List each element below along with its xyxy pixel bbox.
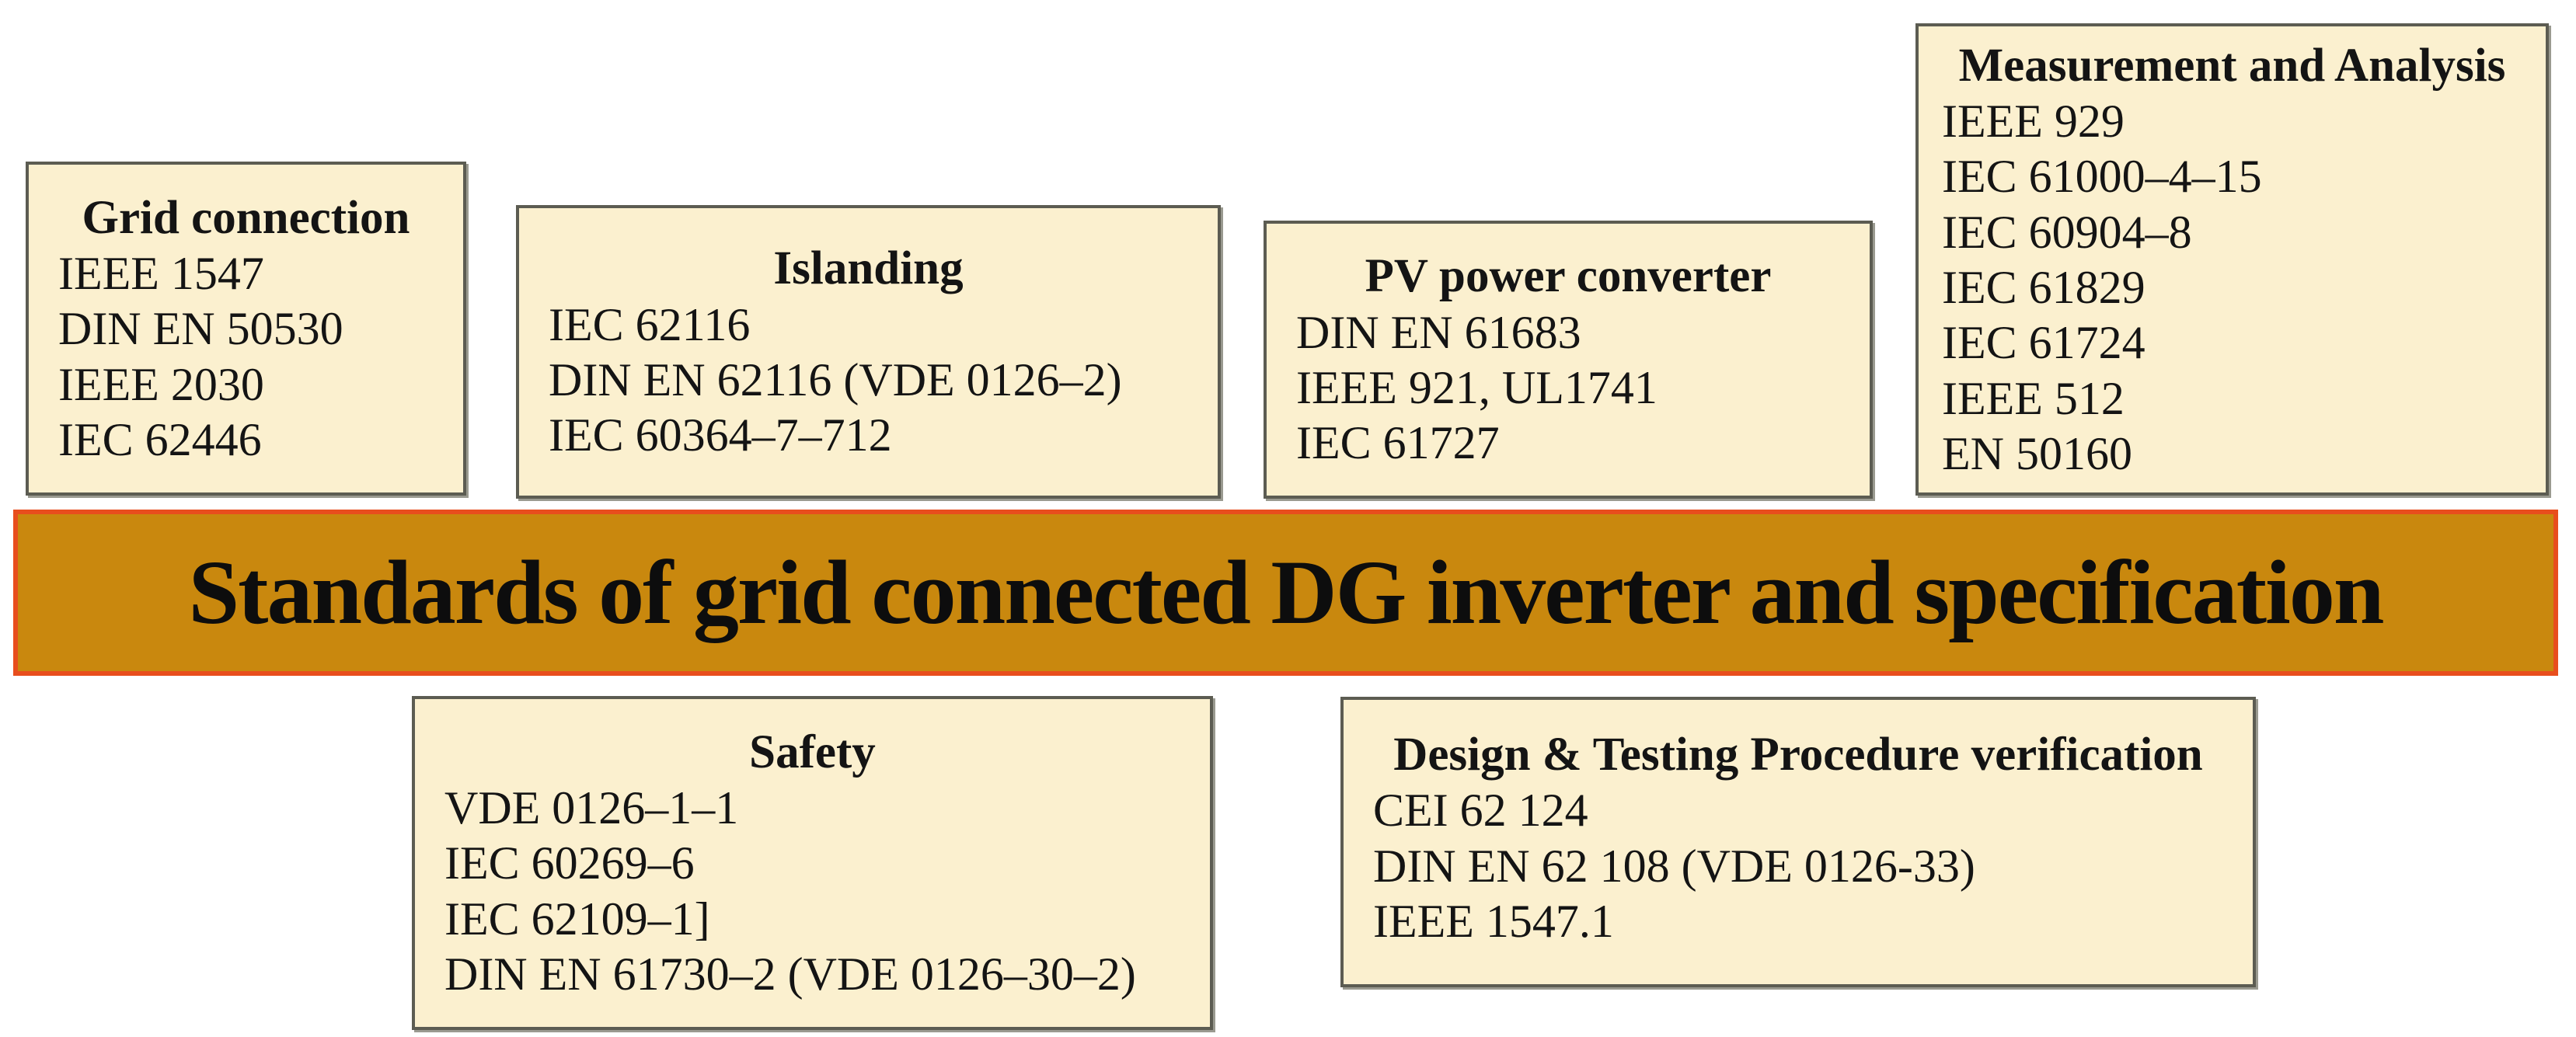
box-title-grid-connection: Grid connection: [82, 191, 410, 244]
banner-standards-title: Standards of grid connected DG inverter …: [13, 510, 2558, 676]
standard-item: IEC 62116: [549, 298, 751, 350]
standard-item: IEEE 2030: [58, 358, 264, 410]
banner-text: Standards of grid connected DG inverter …: [188, 541, 2385, 643]
box-title-measurement-analysis: Measurement and Analysis: [1958, 39, 2506, 92]
standard-item: IEC 61829: [1942, 261, 2146, 313]
standard-item: IEC 61727: [1296, 417, 1500, 469]
standard-item: IEC 60904–8: [1942, 206, 2192, 258]
standard-item: DIN EN 50530: [58, 303, 343, 355]
standard-item: IEEE 929: [1942, 95, 2125, 147]
standard-item: IEC 61724: [1942, 317, 2146, 369]
standard-item: DIN EN 62 108 (VDE 0126-33): [1373, 840, 1975, 892]
standard-item: IEC 60364–7–712: [549, 409, 892, 461]
standard-item: DIN EN 62116 (VDE 0126–2): [549, 353, 1122, 405]
standard-item: IEEE 512: [1942, 372, 2125, 424]
standard-item: IEC 62109–1]: [444, 893, 710, 945]
standard-item: DIN EN 61683: [1296, 306, 1581, 358]
standard-item: IEC 62446: [58, 413, 262, 465]
standard-item: IEEE 1547: [58, 247, 264, 299]
standard-item: VDE 0126–1–1: [444, 781, 739, 833]
box-title-islanding: Islanding: [773, 242, 964, 295]
standard-item: IEC 60269–6: [444, 837, 695, 889]
standard-item: IEEE 921, UL1741: [1296, 361, 1657, 413]
standard-item: EN 50160: [1942, 428, 2132, 480]
box-title-pv-power-converter: PV power converter: [1365, 250, 1772, 303]
standard-item: CEI 62 124: [1373, 785, 1588, 837]
standard-item: IEEE 1547.1: [1373, 895, 1614, 947]
standard-item: IEC 61000–4–15: [1942, 151, 2262, 203]
box-title-safety: Safety: [749, 726, 876, 778]
standard-item: DIN EN 61730–2 (VDE 0126–30–2): [444, 948, 1136, 1000]
box-design-testing: Design & Testing Procedure verification …: [1340, 697, 2256, 987]
box-title-design-testing: Design & Testing Procedure verification: [1393, 729, 2203, 781]
